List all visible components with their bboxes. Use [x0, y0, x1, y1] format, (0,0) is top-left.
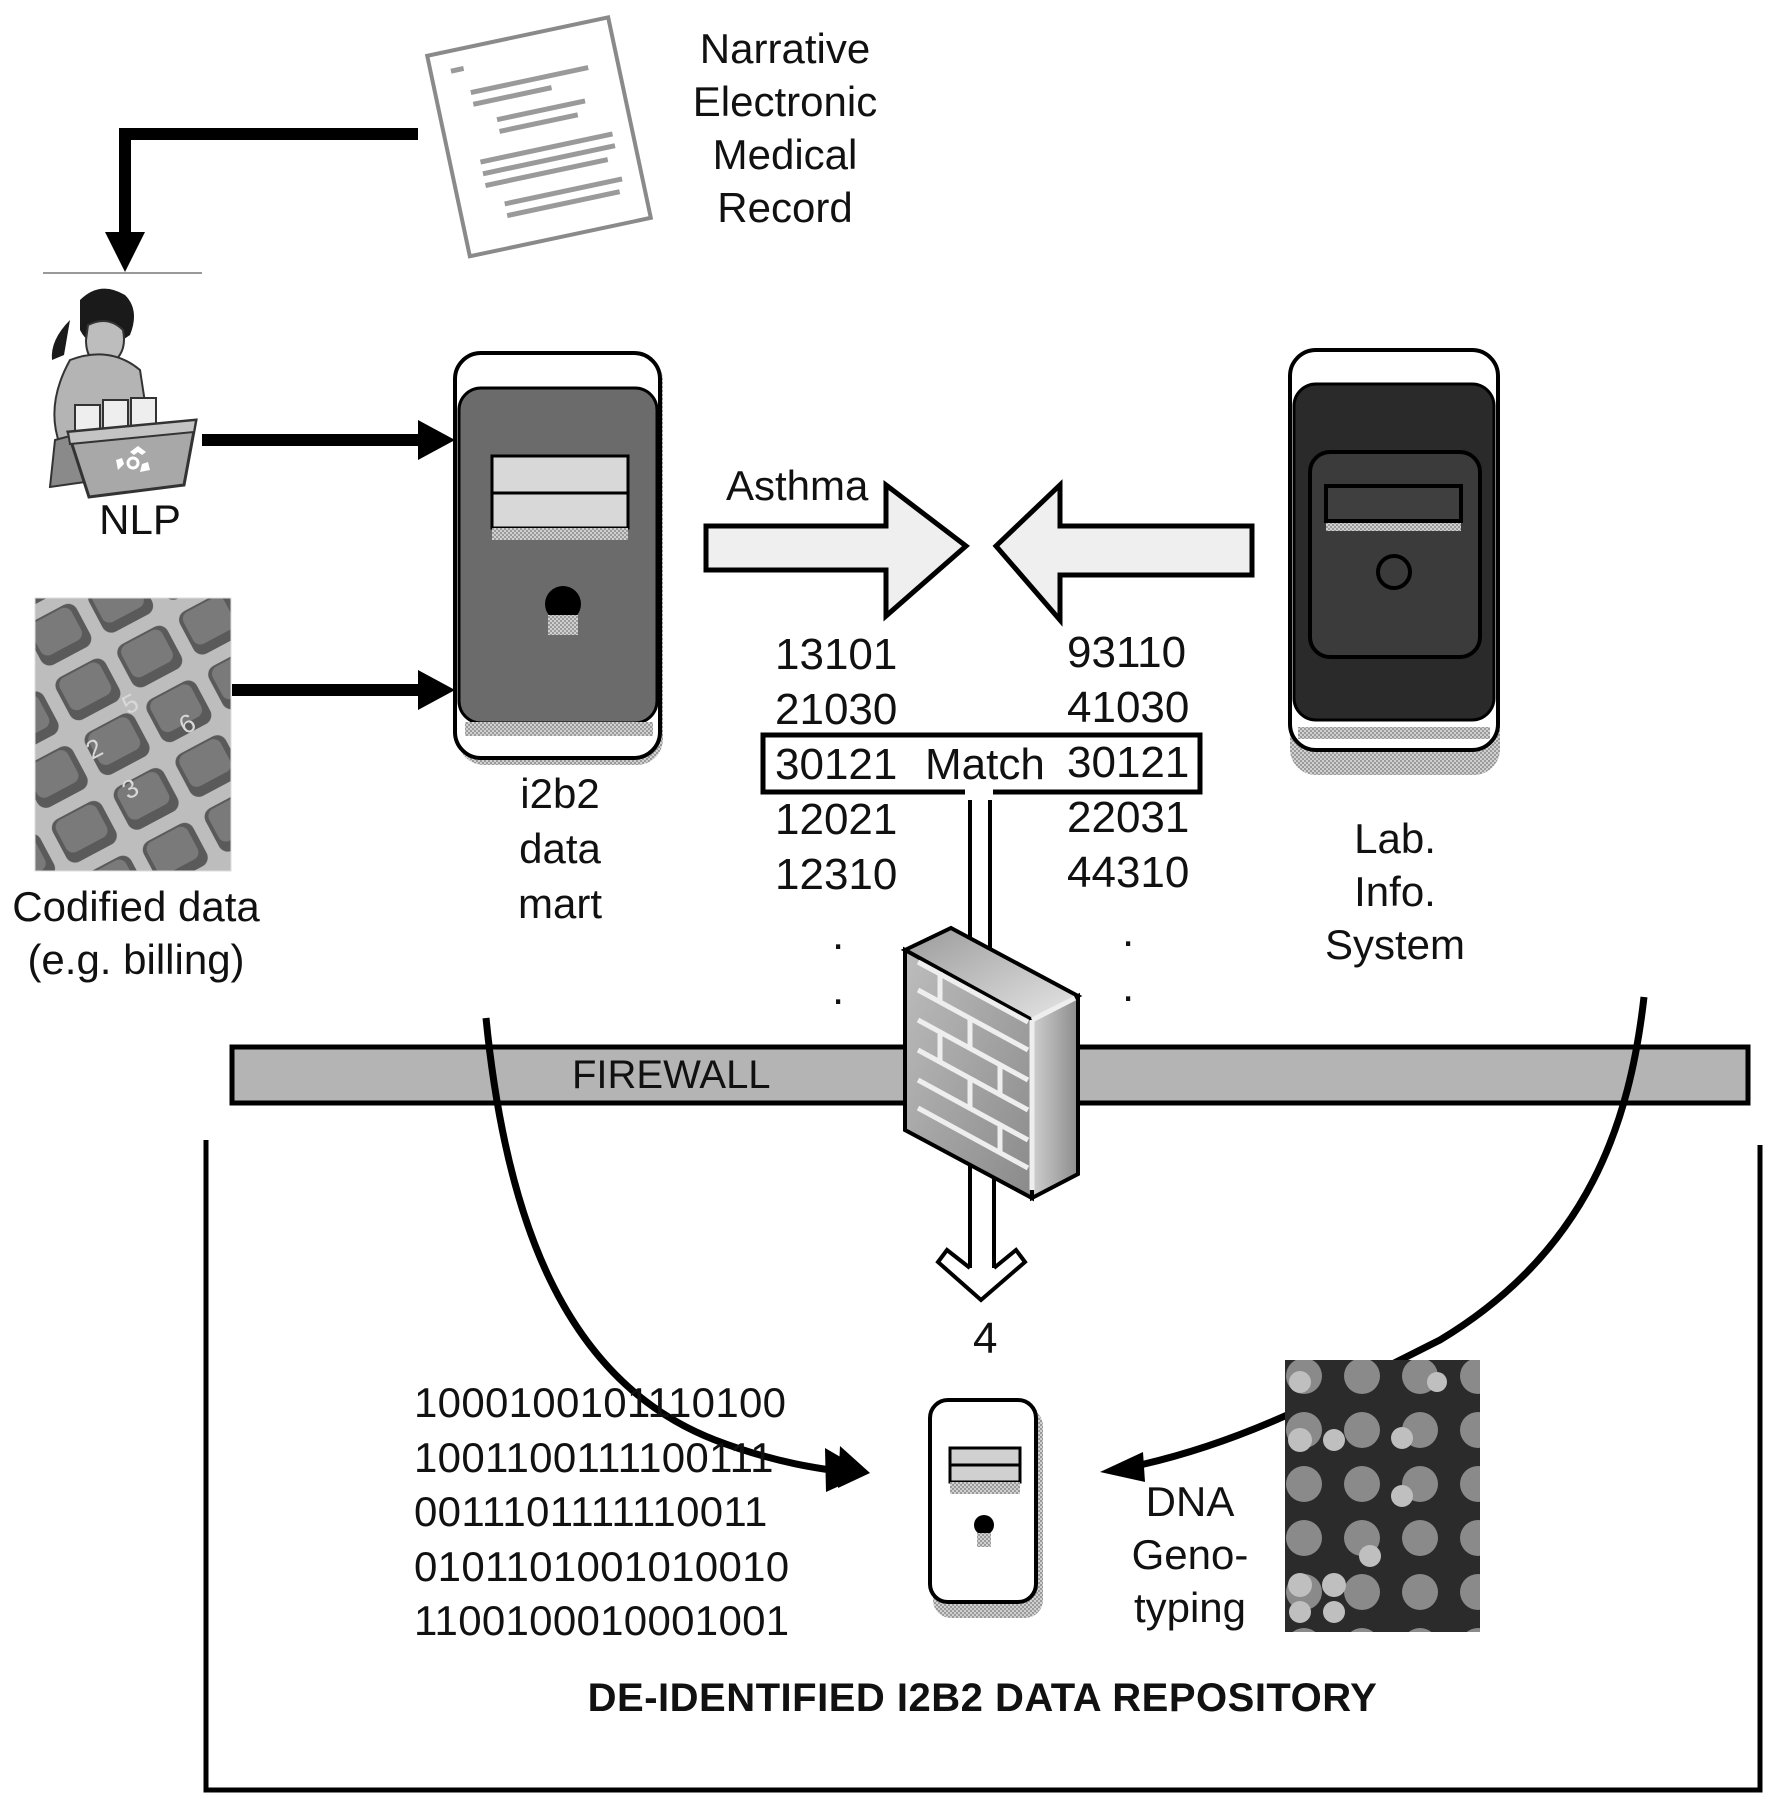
- asthma-block-arrow: [703, 479, 970, 622]
- recycle-icon: [116, 446, 150, 472]
- result-count-text: 4: [973, 1314, 998, 1363]
- lab-info-system-label: Lab. Info. System: [1300, 812, 1490, 971]
- id-item: 44310: [1067, 848, 1190, 897]
- microarray-photo: [1285, 1360, 1480, 1632]
- id-item: 22031: [1067, 793, 1190, 842]
- lab-id-list: 93110 41030 30121 22031 44310: [1067, 626, 1189, 901]
- i2b2-id-ellipsis: . .: [832, 908, 844, 1018]
- result-count: 4: [973, 1312, 997, 1367]
- lab-label-line: Lab.: [1354, 815, 1436, 862]
- binary-row: 0101101001010010: [414, 1542, 790, 1590]
- codified-data-label-line: (e.g. billing): [27, 936, 245, 983]
- lab-block-arrow: [992, 479, 1255, 627]
- match-to-repository-arrow: [935, 800, 1028, 1303]
- narrative-emr-label-line: Medical: [712, 131, 858, 178]
- narrative-emr-label-line: Electronic: [692, 78, 878, 125]
- codified-data-label: Codified data (e.g. billing): [0, 880, 272, 986]
- id-item-matched: 30121: [775, 740, 898, 789]
- person-sorting-recycling-icon: [48, 288, 198, 499]
- dna-label-line: Geno-: [1131, 1531, 1249, 1578]
- binary-row: 1000100101110100: [414, 1379, 787, 1426]
- dna-label-line: typing: [1133, 1584, 1247, 1631]
- i2b2-data-mart-label: i2b2 data mart: [480, 766, 640, 931]
- curve-arrow-lab-to-repository: [1100, 996, 1648, 1482]
- match-label: Match: [925, 738, 1045, 793]
- binary-data-block: 1000100101110100 1001100111100111 001110…: [414, 1376, 789, 1649]
- ellipsis-dot: .: [832, 965, 845, 1014]
- dna-label-line: DNA: [1145, 1478, 1235, 1525]
- nlp-label: NLP: [60, 493, 220, 546]
- brick-wall-firewall-icon: [900, 925, 1083, 1202]
- narrative-emr-label-line: Narrative: [699, 25, 871, 72]
- id-item: 13101: [775, 630, 898, 679]
- binary-row: 1100100010001001: [414, 1597, 790, 1644]
- narrative-emr-label-line: Record: [717, 184, 853, 231]
- arrow-nlp-to-i2b2: [202, 420, 455, 460]
- match-label-text: Match: [925, 740, 1045, 789]
- repository-box: [203, 1140, 1763, 1793]
- i2b2-id-list: 13101 21030 30121 12021 12310: [775, 628, 897, 903]
- match-box: [760, 732, 1203, 795]
- document-icon: [424, 14, 654, 259]
- codified-data-label-line: Codified data: [12, 883, 260, 930]
- id-item: 41030: [1067, 683, 1190, 732]
- ellipsis-dot: .: [1122, 962, 1135, 1011]
- lab-server-icon: [1288, 348, 1500, 775]
- id-item: 21030: [775, 685, 898, 734]
- asthma-label-text: Asthma: [726, 462, 869, 509]
- id-item: 12310: [775, 850, 898, 899]
- i2b2-label-line: mart: [518, 880, 602, 927]
- repository-server-icon: [928, 1398, 1043, 1618]
- binary-row: 0011101111110011: [414, 1488, 768, 1535]
- firewall-label: FIREWALL: [572, 1053, 771, 1097]
- arrow-emr-to-nlp: [105, 128, 418, 272]
- asthma-label: Asthma: [726, 459, 868, 512]
- binary-row: 1001100111100111: [414, 1433, 774, 1481]
- dna-genotyping-label: DNA Geno- typing: [1115, 1475, 1265, 1634]
- i2b2-server-icon: [453, 351, 663, 765]
- ellipsis-dot: .: [1122, 907, 1135, 956]
- lab-label-line: Info.: [1354, 868, 1436, 915]
- repository-title: DE-IDENTIFIED I2B2 DATA REPOSITORY: [587, 1676, 1378, 1720]
- narrative-emr-label: Narrative Electronic Medical Record: [680, 22, 890, 234]
- i2b2-label-line: data: [519, 825, 601, 872]
- curve-arrow-i2b2-to-repository: [482, 1017, 870, 1492]
- ellipsis-dot: .: [832, 910, 845, 959]
- lab-id-ellipsis: . .: [1122, 905, 1134, 1015]
- id-item: 93110: [1067, 628, 1187, 677]
- id-item: 12021: [775, 795, 898, 844]
- nlp-label-text: NLP: [99, 496, 181, 543]
- lab-label-line: System: [1324, 921, 1466, 968]
- calculator-keypad-photo: 2 3 5 6: [34, 597, 232, 872]
- arrow-codified-to-i2b2: [232, 670, 455, 710]
- id-item-matched: 30121: [1067, 738, 1190, 787]
- i2b2-label-line: i2b2: [520, 770, 600, 817]
